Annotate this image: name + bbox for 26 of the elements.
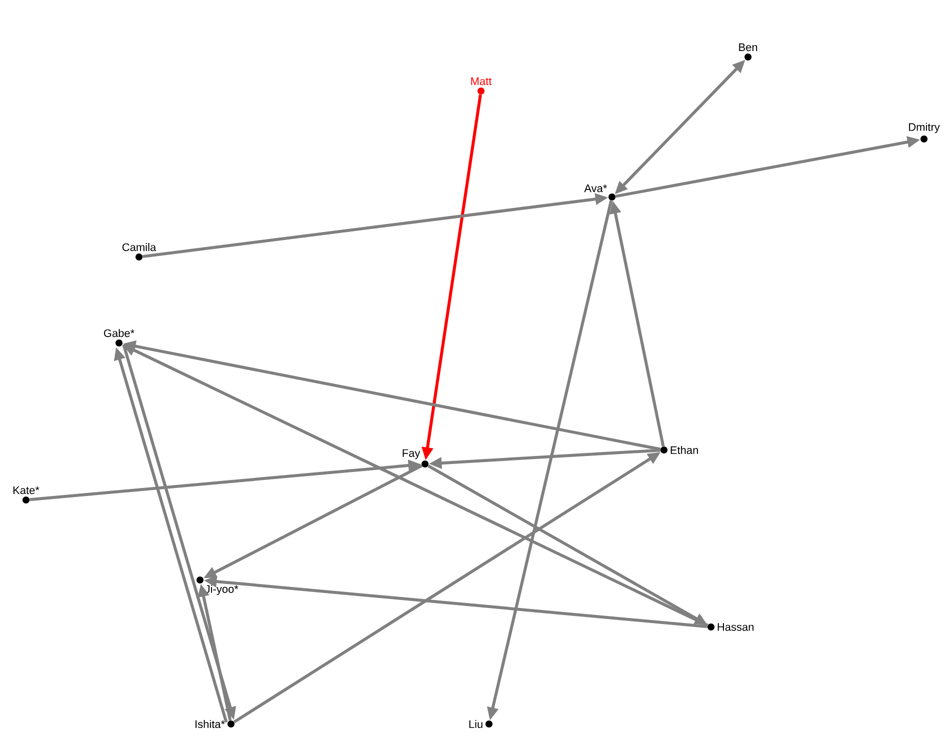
person-node: Liu — [469, 720, 492, 728]
person-node: Ethan — [660, 446, 698, 454]
node-label: Camila — [122, 243, 156, 252]
node-label: Ava* — [584, 184, 608, 192]
node-label: Ben — [739, 43, 758, 52]
person-node: Fay — [402, 449, 428, 468]
person-node: Kate* — [13, 486, 40, 504]
node-label: Ji-yoo* — [204, 584, 238, 596]
person-node: Ji-yoo* — [196, 576, 238, 596]
node-label: Matt — [471, 77, 492, 86]
node-label: Dmitry — [909, 122, 940, 134]
person-node: Hassan — [708, 623, 754, 631]
person-node: Ishita* — [196, 720, 234, 728]
person-node: Ben — [739, 43, 758, 60]
person-node: Gabe* — [104, 329, 134, 346]
person-node: Dmitry — [909, 122, 940, 142]
node-label: Fay — [402, 449, 420, 460]
person-node: Matt — [471, 77, 492, 94]
node-label: Gabe* — [104, 329, 134, 338]
person-node: Camila — [122, 243, 156, 260]
node-label: Ishita* — [196, 720, 225, 728]
node-label: Kate* — [13, 486, 40, 494]
node-label: Hassan — [718, 623, 754, 631]
person-node: Ava* — [584, 184, 616, 200]
node-label: Ethan — [670, 446, 698, 454]
node-label: Liu — [469, 720, 482, 728]
